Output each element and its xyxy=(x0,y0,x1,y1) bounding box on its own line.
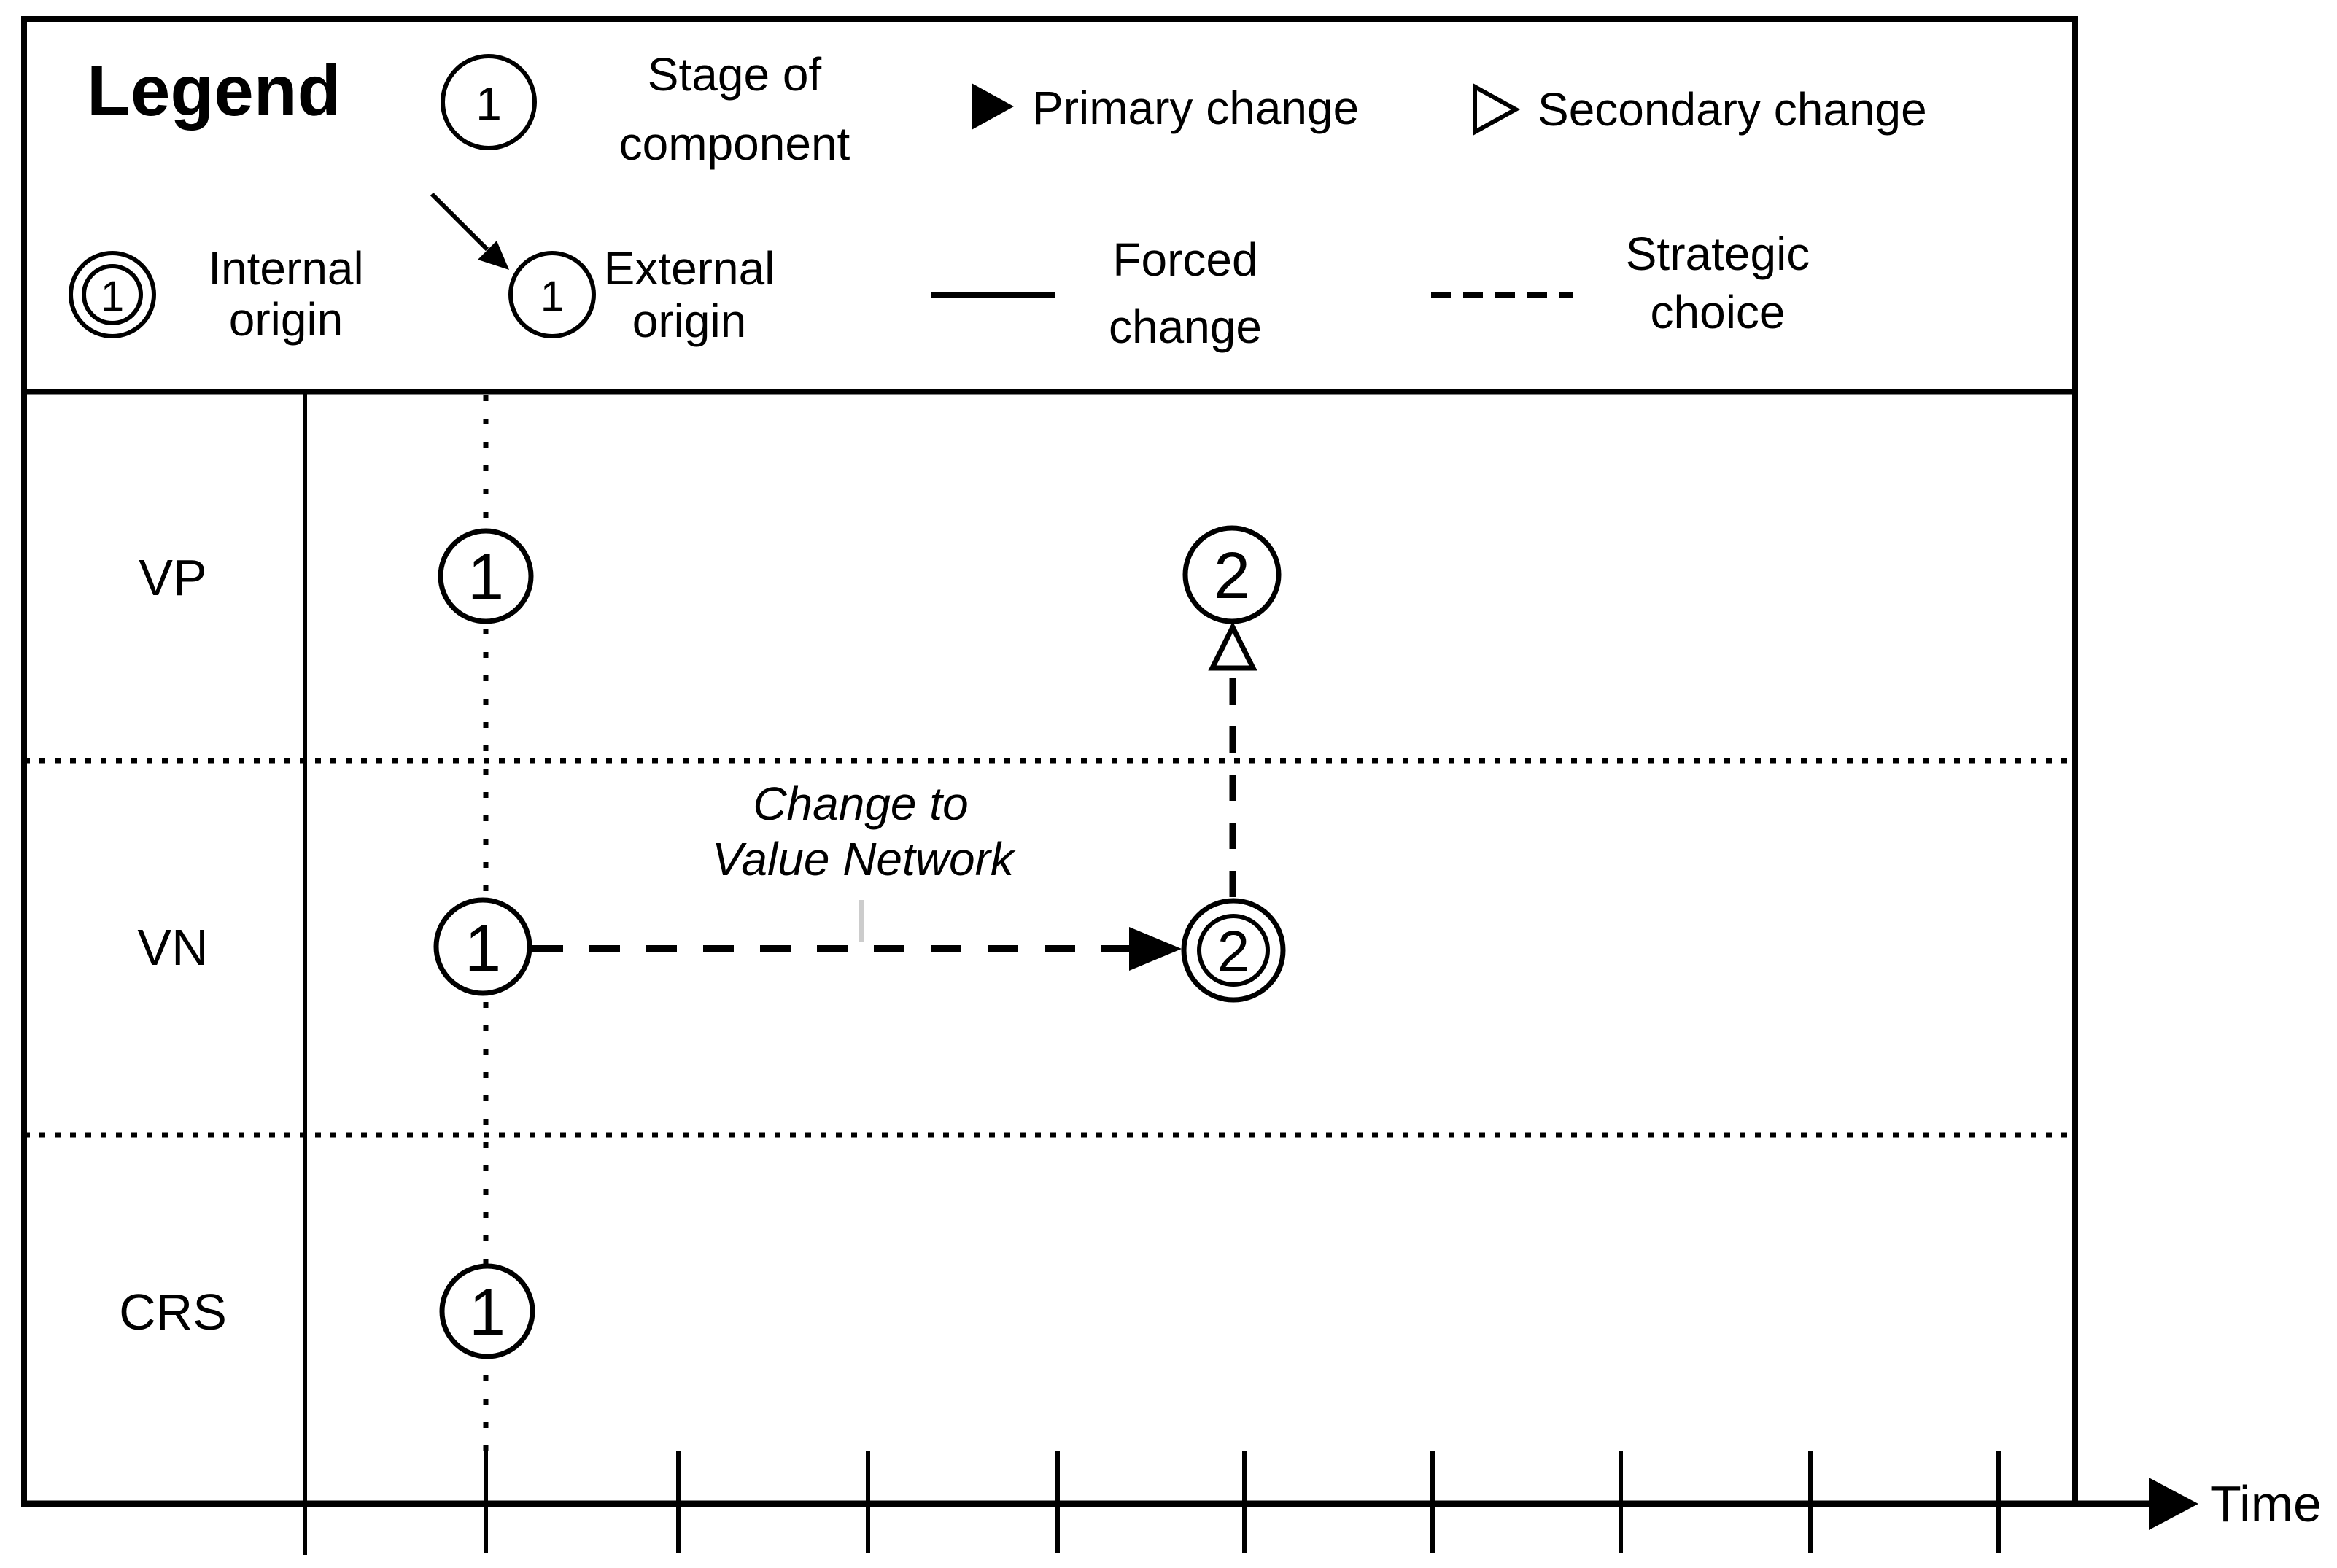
time-axis-arrowhead xyxy=(2149,1478,2198,1530)
external-origin-icon xyxy=(508,251,596,338)
node-vn-stage2-digit: 2 xyxy=(1217,919,1250,984)
secondary-change-label: Secondary change xyxy=(1538,83,1927,136)
stage-of-component-icon xyxy=(441,54,537,150)
stage-of-component-digit: 1 xyxy=(476,77,502,130)
edge-annotation-line1: Change to xyxy=(753,777,968,830)
edge-annotation-line2: Value Network xyxy=(712,833,1016,885)
internal-origin-icon-inner xyxy=(82,264,143,325)
row-label-crs: CRS xyxy=(119,1284,227,1340)
node-vp-stage1-circle xyxy=(438,528,534,624)
stage-of-component-label-line2: component xyxy=(619,117,850,170)
primary-change-label: Primary change xyxy=(1032,82,1359,134)
forced-change-label-line2: change xyxy=(1109,300,1262,353)
node-vn-stage1-digit: 1 xyxy=(465,912,501,985)
external-origin-label-line1: External xyxy=(604,242,775,295)
node-vp-stage2-digit: 2 xyxy=(1214,540,1250,613)
primary-change-icon xyxy=(972,83,1014,130)
internal-origin-digit: 1 xyxy=(101,273,124,320)
node-crs-stage1-circle xyxy=(439,1263,535,1359)
row-label-vn: VN xyxy=(137,919,208,976)
stage-of-component-label-line1: Stage of xyxy=(648,48,822,101)
strategic-choice-label-line1: Strategic xyxy=(1626,228,1810,280)
external-origin-digit: 1 xyxy=(540,273,564,320)
internal-origin-label-line2: origin xyxy=(229,293,344,346)
edge-vn1-vn2-primary-arrowhead xyxy=(1129,927,1182,971)
strategic-choice-label-line2: choice xyxy=(1651,286,1786,338)
internal-origin-label-line1: Internal xyxy=(208,242,363,295)
edge-vn2-vp2-secondary-arrowhead xyxy=(1208,621,1257,671)
external-origin-arrow-line xyxy=(430,192,489,252)
node-vp-stage1-digit: 1 xyxy=(468,541,504,614)
external-origin-label-line2: origin xyxy=(632,295,747,347)
legend-title: Legend xyxy=(87,50,341,131)
row-label-vp: VP xyxy=(139,549,206,606)
node-vn-stage1-circle xyxy=(433,897,532,996)
external-origin-arrowhead xyxy=(478,241,509,270)
node-vn-stage2-circle-inner xyxy=(1197,914,1270,987)
node-vp-stage2-circle xyxy=(1182,525,1282,624)
time-axis-ticks xyxy=(303,1451,2001,1553)
node-crs-stage1-digit: 1 xyxy=(469,1276,505,1349)
secondary-change-icon xyxy=(1473,82,1521,136)
forced-change-label-line1: Forced xyxy=(1112,233,1257,286)
time-axis-label: Time xyxy=(2210,1475,2322,1532)
